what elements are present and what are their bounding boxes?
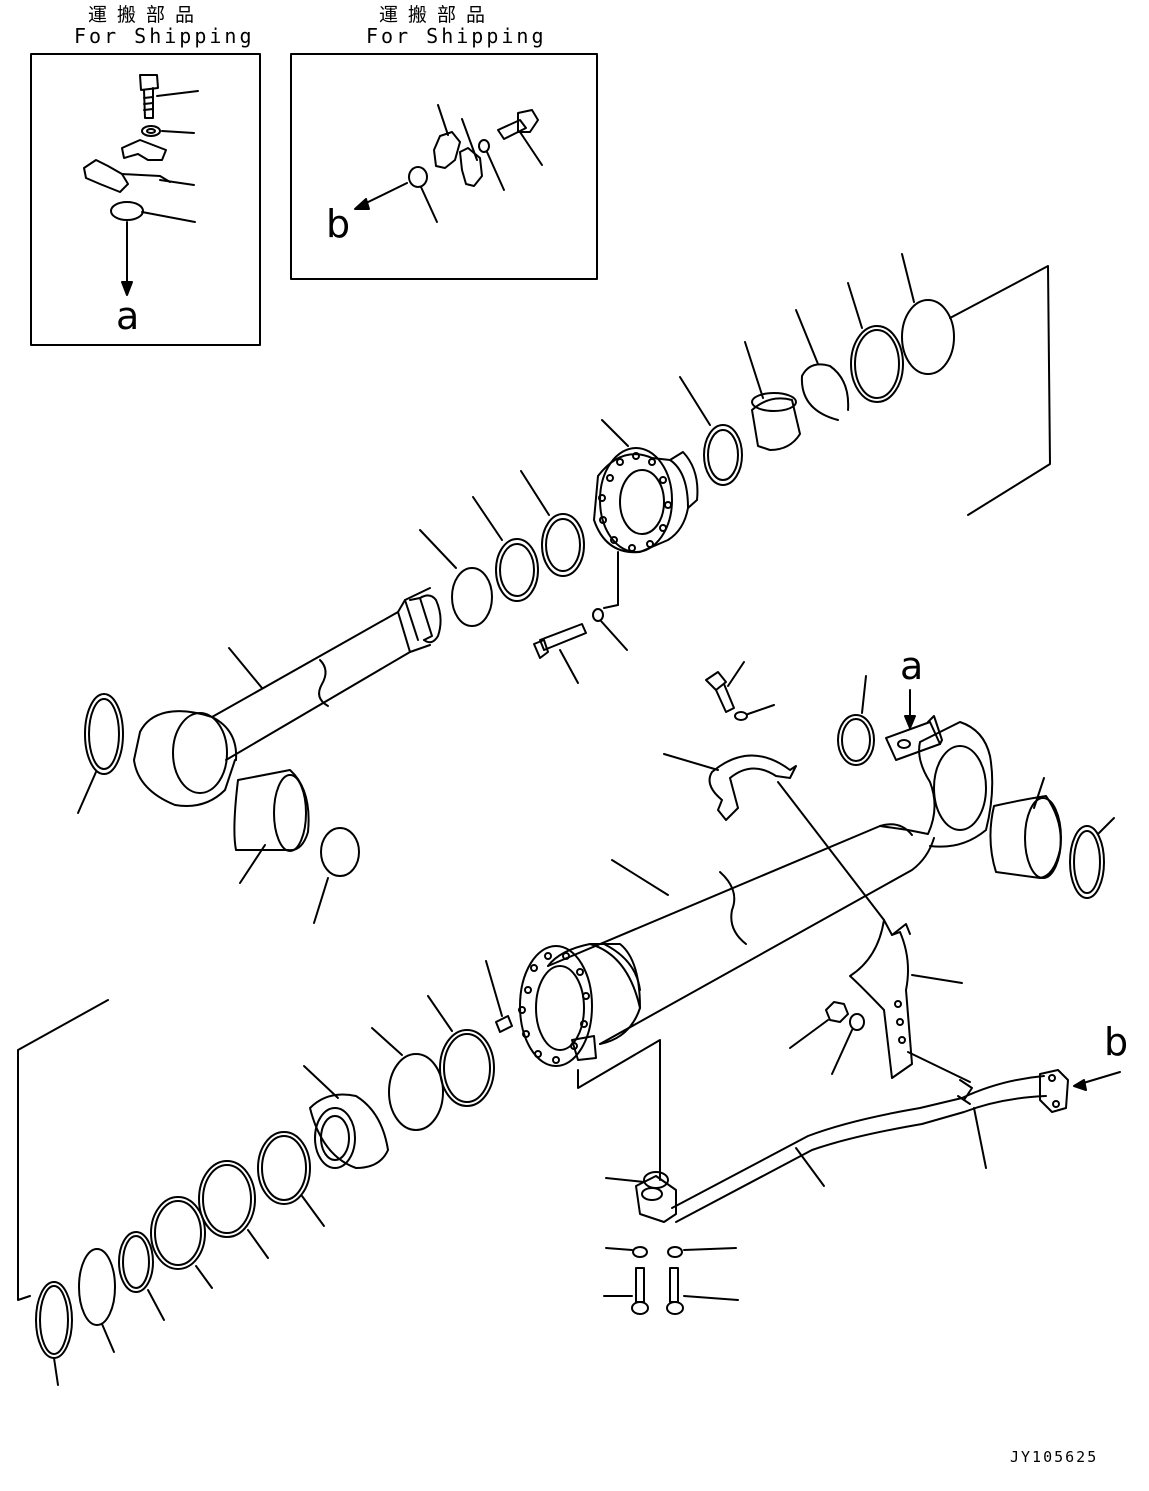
lower-seal-3 — [257, 1131, 325, 1227]
set-screw — [485, 960, 513, 1033]
hydraulic-pipe — [605, 1069, 1121, 1223]
lower-seal-5 — [150, 1196, 213, 1289]
upper-seal-1 — [419, 529, 493, 627]
tube-bushing — [989, 777, 1062, 879]
ref-label-a-inset: a — [116, 294, 140, 338]
lower-seal-7 — [78, 1248, 116, 1353]
head-bolt — [533, 604, 628, 684]
lower-seal-1 — [427, 995, 495, 1107]
clamp-band-upper — [663, 753, 885, 921]
upper-seal-2 — [472, 496, 539, 602]
rod-bushing — [233, 769, 310, 884]
shipping-inset-right — [290, 53, 598, 280]
shipping-note-en-right: For Shipping — [366, 24, 547, 48]
shipping-inset-left — [30, 53, 261, 346]
inset2-washer — [478, 139, 505, 191]
inset2-clamp — [433, 104, 483, 187]
shipping-note-en-left: For Shipping — [74, 24, 255, 48]
upper-seal-6 — [901, 253, 955, 375]
upper-seal-4 — [679, 376, 743, 486]
ref-label-b-pipe: b — [1104, 1020, 1129, 1064]
tube-end-seal — [1069, 817, 1115, 899]
upper-group-bracket — [949, 265, 1051, 516]
lower-seal-8 — [35, 1281, 73, 1386]
inset-clamp — [83, 139, 195, 193]
upper-seal-3 — [520, 470, 585, 577]
bracket-nut — [789, 1001, 865, 1075]
inset-cap — [110, 201, 196, 296]
upper-bushing — [744, 341, 801, 451]
ref-label-b-inset: b — [326, 202, 351, 246]
shipping-note-jp-left: 運搬部品 — [88, 4, 205, 26]
cylinder-head — [593, 419, 699, 606]
piston-group-bracket — [17, 999, 109, 1301]
upper-snap-ring — [795, 309, 850, 421]
piston — [303, 1065, 389, 1169]
upper-seal-5 — [847, 282, 904, 403]
lower-seal-6 — [118, 1231, 165, 1321]
piston-rod — [133, 587, 442, 807]
tube-side-seal — [837, 675, 875, 766]
lower-seal-4 — [198, 1160, 269, 1259]
pipe-bracket — [849, 919, 971, 1083]
inset-bolt — [139, 74, 199, 119]
shipping-note-jp-right: 運搬部品 — [379, 4, 496, 26]
inset2-ring — [354, 166, 438, 223]
rod-eye-seal-left — [77, 693, 124, 814]
drawing-code: JY105625 — [1010, 1448, 1099, 1466]
clamp-bolt — [705, 661, 775, 721]
lower-seal-2 — [371, 1027, 444, 1131]
rod-end-seal — [313, 827, 360, 924]
inset-washer — [141, 125, 195, 137]
cylinder-tube — [518, 689, 994, 1181]
pipe-fasteners — [603, 1246, 739, 1315]
ref-label-a-tube: a — [900, 644, 924, 688]
inset2-bolt — [497, 109, 543, 166]
